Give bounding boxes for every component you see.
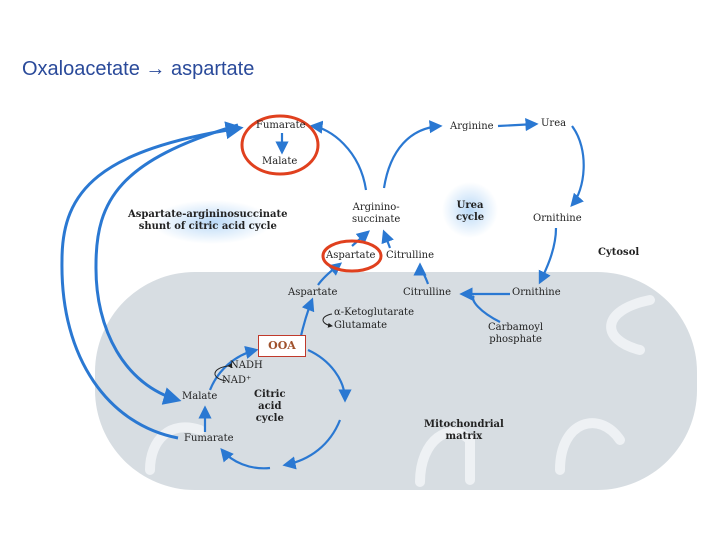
slide-title: Oxaloacetate → aspartate — [22, 58, 255, 80]
fumarate-malate-highlight — [240, 114, 320, 176]
ooa-to-aspartate-arrow — [298, 297, 315, 341]
urea-to-ornithine-arrow — [570, 125, 585, 207]
label-citric-acid-cycle: Citric acid cycle — [254, 389, 286, 424]
citrulline-to-argsucc-arrow — [381, 229, 394, 249]
label-fumarate-top: Fumarate — [256, 120, 306, 131]
ketoglutarate-glutamate-arrow — [322, 313, 333, 328]
label-carbamoyl-phosphate: Carbamoyl phosphate — [488, 322, 544, 345]
label-ooa: OOA — [258, 335, 306, 357]
citrulline-export-arrow — [413, 262, 430, 285]
mitochondrion — [95, 272, 697, 490]
label-citrulline-mito: Citrulline — [403, 287, 452, 298]
ornithine-import-arrow — [538, 227, 558, 285]
label-fumarate-mito: Fumarate — [184, 433, 234, 444]
label-aspartate-mito: Aspartate — [288, 287, 338, 298]
fumarate-export-arrow — [60, 121, 244, 440]
label-nadh: NADH — [230, 360, 263, 371]
label-mito-matrix: Mitochondrial matrix — [424, 419, 504, 442]
label-citrulline-cytosol: Citrulline — [386, 250, 435, 261]
argsucc-to-fumarate-arrow — [309, 120, 368, 191]
label-urea-cycle: Urea cycle — [456, 200, 485, 223]
carbamoyl-input-arrow — [472, 295, 501, 323]
label-ketoglutarate: α-Ketoglutarate — [334, 307, 414, 318]
cac-arc-ooa-right — [307, 348, 352, 403]
cac-arc-bottom — [220, 447, 271, 470]
nadh-nad-arrow — [214, 363, 233, 382]
shunt-glow — [152, 200, 272, 244]
label-malate-top: Malate — [262, 156, 298, 167]
cac-arc-right-bottom — [282, 419, 342, 470]
urea-cycle-glow — [442, 182, 498, 238]
malate-export-arrow — [94, 123, 239, 405]
aspartate-highlight — [321, 239, 383, 273]
label-shunt: Aspartate-argininosuccinate shunt of cit… — [128, 209, 288, 232]
label-malate-mito: Malate — [182, 391, 218, 402]
label-aspartate-cytosol: Aspartate — [326, 250, 376, 261]
label-argininosuccinate: Arginino- succinate — [352, 202, 401, 225]
label-arginine: Arginine — [450, 121, 494, 132]
aspartate-to-argsucc-arrow — [351, 230, 370, 247]
argsucc-to-arginine-arrow — [382, 120, 443, 189]
aspartate-export-arrow — [317, 262, 343, 286]
label-ornithine-cytosol: Ornithine — [533, 213, 582, 224]
label-ornithine-mito: Ornithine — [512, 287, 561, 298]
label-nad: NAD⁺ — [222, 375, 252, 386]
label-glutamate: Glutamate — [334, 320, 387, 331]
label-cytosol: Cytosol — [598, 247, 640, 258]
arginine-to-urea-arrow — [497, 117, 539, 132]
label-urea: Urea — [541, 118, 567, 129]
